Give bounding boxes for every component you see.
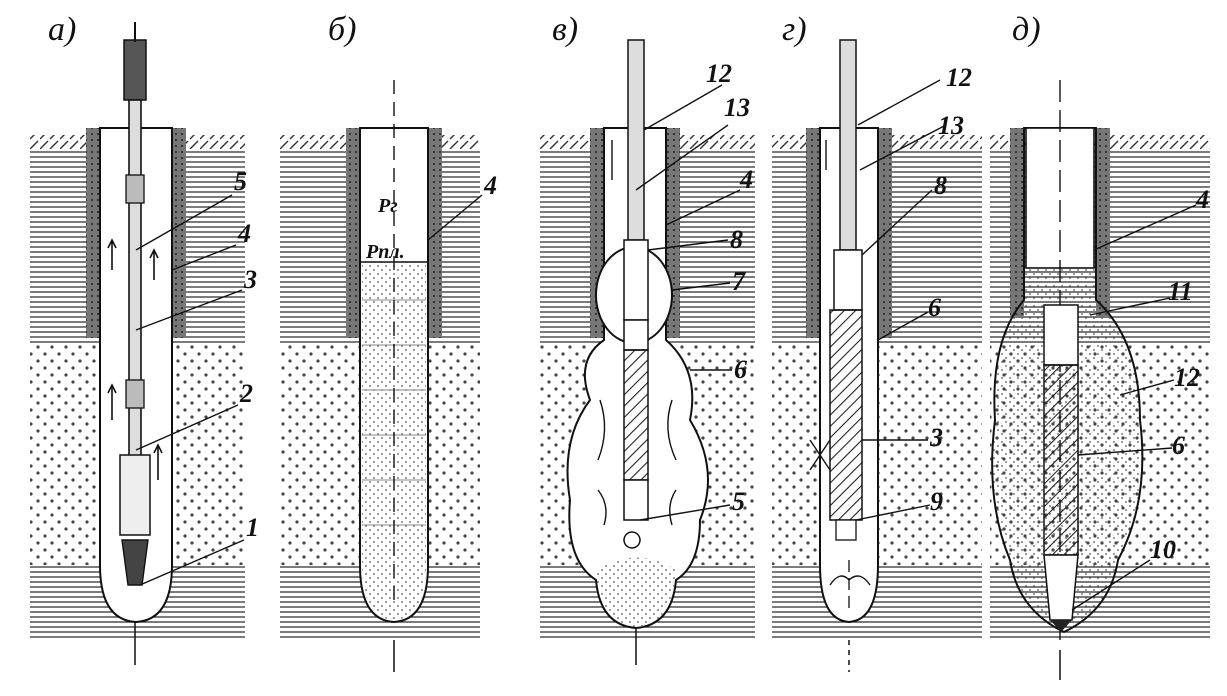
filter-6 xyxy=(623,349,649,481)
callout-13: 13 xyxy=(938,111,964,140)
panel-label-a: а) xyxy=(48,11,76,48)
callout-5: 5 xyxy=(234,167,247,196)
panel-b: б) Рг Рпл. 4 xyxy=(280,11,497,672)
callout-6: 6 xyxy=(1172,431,1185,460)
drill-bit xyxy=(121,539,149,586)
cement-ring-right xyxy=(172,128,186,338)
panel-a: а) 5 4 3 2 1 xyxy=(30,11,259,665)
panel-c: в) 12 13 4 8 7 6 5 xyxy=(540,11,755,665)
callout-12: 12 xyxy=(946,63,972,92)
callout-1: 1 xyxy=(246,513,259,542)
callout-8: 8 xyxy=(730,225,743,254)
panel-label-d: г) xyxy=(782,11,807,48)
callout-4: 4 xyxy=(739,165,753,194)
callout-3: 3 xyxy=(929,423,943,452)
callout-6: 6 xyxy=(734,355,747,384)
panel-label-e: д) xyxy=(1012,11,1041,48)
filter-6 xyxy=(1043,364,1079,556)
panel-e: д) 4 11 12 6 10 xyxy=(990,11,1210,680)
cement-ring-left xyxy=(86,128,100,338)
callout-12: 12 xyxy=(1174,363,1200,392)
panel-d: г) 12 13 8 6 3 9 xyxy=(772,11,982,672)
gas-pressure-label: Рг xyxy=(377,195,398,217)
callout-5: 5 xyxy=(732,487,745,516)
callout-3: 3 xyxy=(243,265,257,294)
drill-string xyxy=(839,39,857,251)
callout-10: 10 xyxy=(1150,535,1176,564)
callout-12: 12 xyxy=(706,59,732,88)
callout-7: 7 xyxy=(732,267,746,296)
drill-string-top xyxy=(123,39,147,101)
callout-2: 2 xyxy=(239,379,253,408)
formation-pressure-label: Рпл. xyxy=(365,241,405,263)
filter-6 xyxy=(829,309,863,521)
callout-13: 13 xyxy=(724,93,750,122)
drill-string xyxy=(627,39,645,241)
callout-4: 4 xyxy=(483,171,497,200)
callout-4: 4 xyxy=(237,219,251,248)
callout-4: 4 xyxy=(1195,185,1209,214)
downhole-tool xyxy=(119,454,151,536)
callout-8: 8 xyxy=(934,171,947,200)
callout-9: 9 xyxy=(930,487,943,516)
panel-label-b: б) xyxy=(328,11,356,48)
callout-11: 11 xyxy=(1168,277,1193,306)
callout-6: 6 xyxy=(928,293,941,322)
panel-label-c: в) xyxy=(552,11,578,48)
